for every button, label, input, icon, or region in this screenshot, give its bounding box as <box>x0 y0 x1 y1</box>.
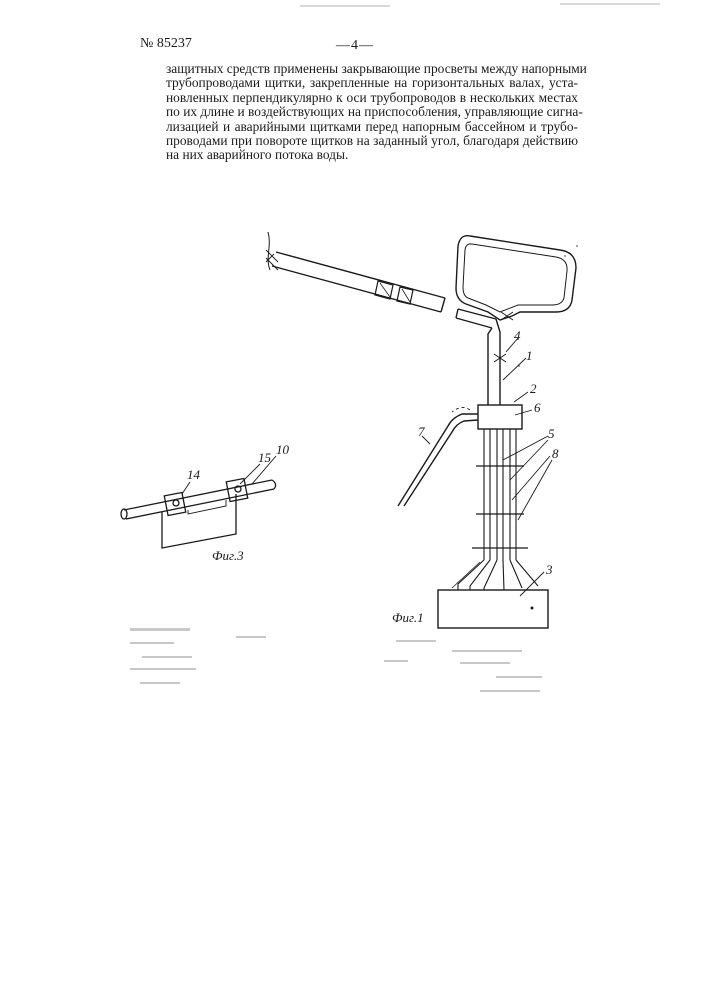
distribution-chamber <box>478 405 522 429</box>
scan-noise <box>130 628 542 692</box>
bearing-15 <box>226 478 247 501</box>
label-7: 7 <box>418 424 425 439</box>
label-6: 6 <box>534 400 541 415</box>
shield-marks <box>472 466 528 548</box>
label-15: 15 <box>258 450 272 465</box>
label-1: 1 <box>526 348 533 363</box>
forebay-basin <box>456 236 576 320</box>
leader-lines <box>422 338 552 596</box>
scan-streaks <box>300 4 660 6</box>
label-2: 2 <box>530 381 537 396</box>
label-10: 10 <box>276 442 290 457</box>
label-4: 4 <box>514 328 521 343</box>
figure-3-labels: 14 15 10 Фиг.3 <box>187 442 290 563</box>
terrain-edge <box>268 232 270 270</box>
figure-3-caption: Фиг.3 <box>212 548 244 563</box>
pipeline-upper <box>272 252 445 312</box>
emergency-conduit <box>398 407 478 506</box>
label-3: 3 <box>545 562 553 577</box>
bearing-14 <box>164 492 185 515</box>
pipeline-lower <box>456 309 496 328</box>
penstock-bundle <box>484 429 516 560</box>
label-5: 5 <box>548 426 555 441</box>
pipe-fanout <box>452 560 538 590</box>
figure-1-caption: Фиг.1 <box>392 610 424 625</box>
pipe-elbow <box>488 319 500 398</box>
label-14: 14 <box>187 467 201 482</box>
shaft <box>121 480 276 519</box>
powerhouse-dot <box>531 607 534 610</box>
label-8: 8 <box>552 446 559 461</box>
